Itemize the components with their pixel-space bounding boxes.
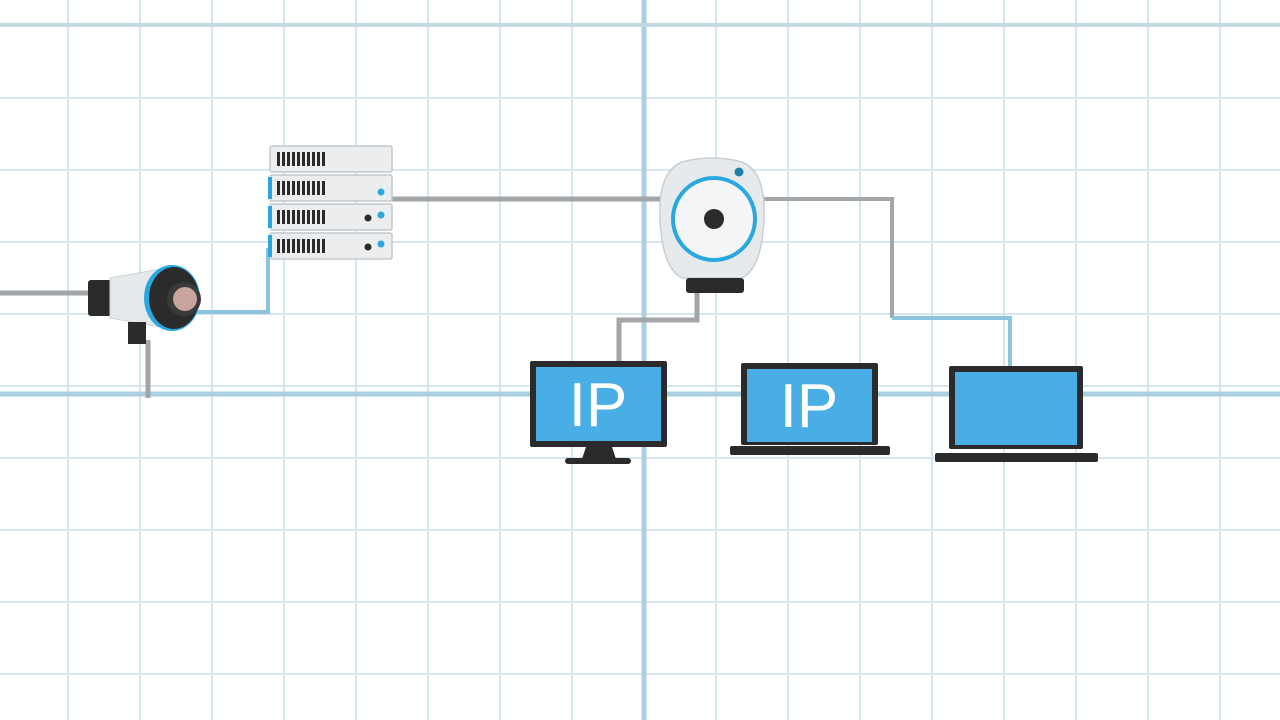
server-icon: [268, 145, 393, 260]
laptop-icon: IP: [730, 363, 890, 455]
cable-bullet-camera-to-server: [196, 248, 276, 314]
server-unit: [268, 203, 393, 231]
cable-right-to-laptop: [892, 316, 1012, 366]
server-unit: [268, 232, 393, 260]
desktop-monitor-icon: IP: [530, 361, 667, 464]
server-unit: [269, 145, 393, 173]
laptop-ip-label: IP: [780, 372, 839, 441]
monitor-ip-label: IP: [569, 371, 628, 440]
laptop-blank-icon: [935, 366, 1098, 462]
bullet-camera-icon: [88, 265, 201, 344]
server-unit: [268, 174, 393, 202]
cable-dome-camera-to-right: [764, 197, 894, 318]
dome-camera-icon: [659, 157, 765, 293]
cables: [0, 196, 1012, 398]
cable-dome-camera-to-monitor: [616, 292, 700, 364]
